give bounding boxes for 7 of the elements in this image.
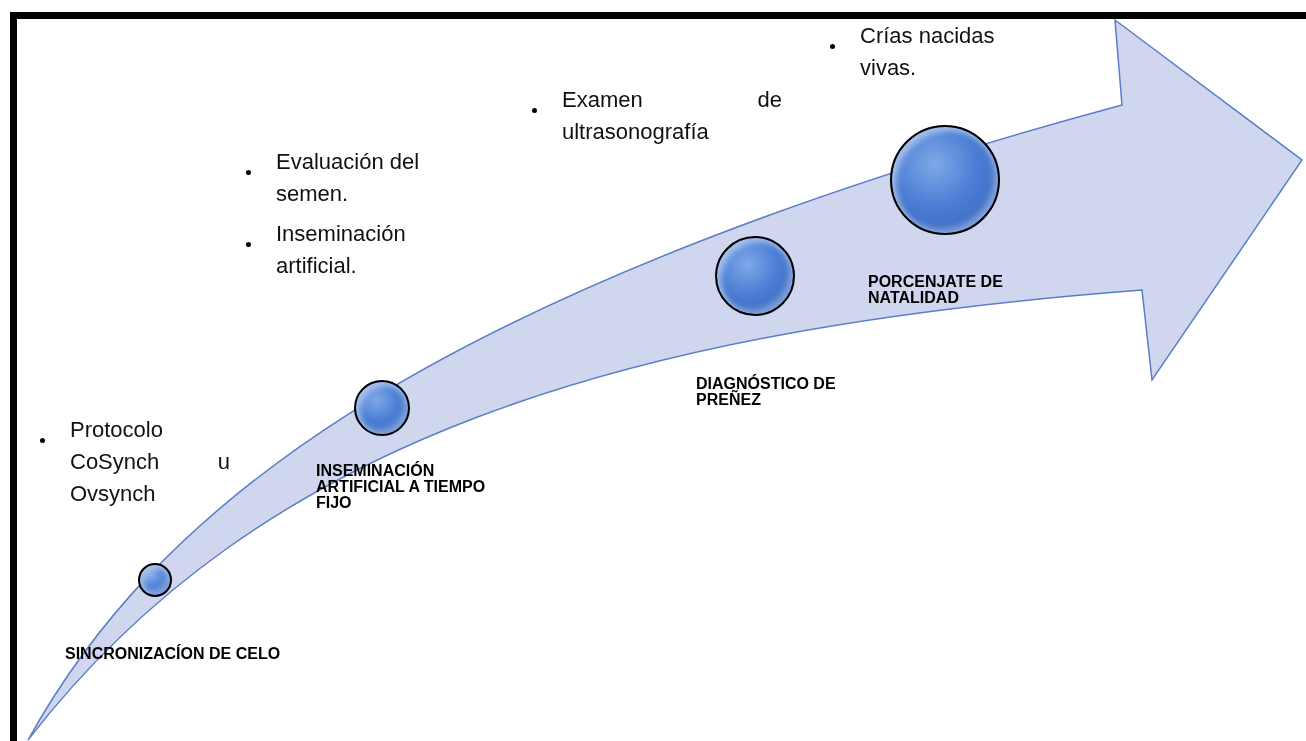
stage-title: PORCENJATE DE NATALIDAD xyxy=(868,274,1004,306)
bullet-text: Crías nacidas vivas. xyxy=(860,22,996,82)
bullet-text: Protocolo CoSynch u Ovsynch xyxy=(70,416,230,508)
bullet-text: Inseminación artificial. xyxy=(276,220,407,280)
bullet-text: Examen de ultrasonografía xyxy=(562,86,782,146)
bullet-text: Evaluación del semen. xyxy=(276,148,421,208)
stage-title: DIAGNÓSTICO DE PREÑEZ xyxy=(696,376,837,408)
